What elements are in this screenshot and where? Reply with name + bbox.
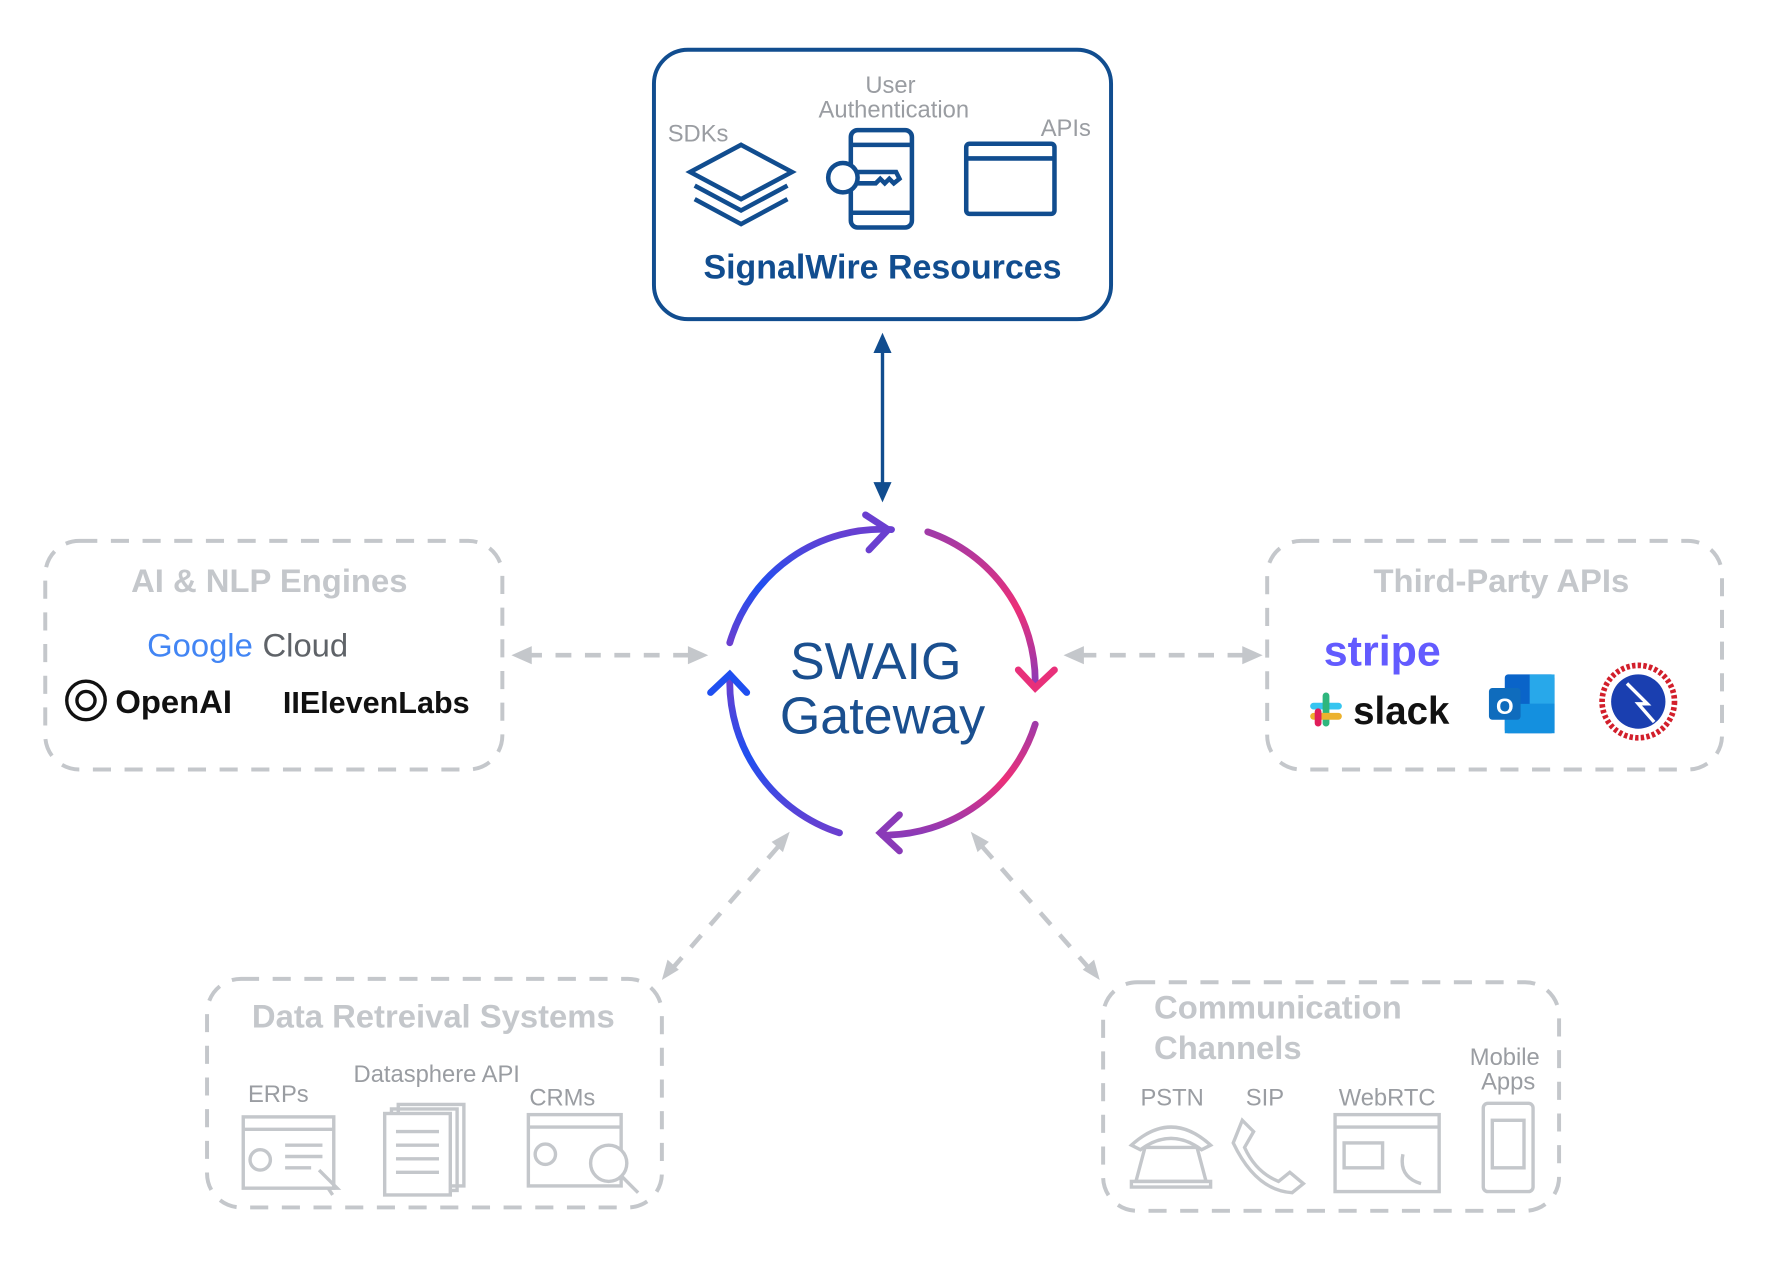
gateway-line2: Gateway xyxy=(780,687,985,745)
outlook-logo: O xyxy=(1488,674,1555,734)
slack-logo: slack xyxy=(1310,690,1450,733)
handset-icon xyxy=(1231,1117,1307,1195)
cycle-arc-bottom-left xyxy=(726,675,843,837)
svg-text:Google: Google xyxy=(147,626,253,663)
erps-label: ERPs xyxy=(248,1081,309,1108)
browser-window-icon xyxy=(963,141,1057,217)
svg-text:OpenAI: OpenAI xyxy=(115,683,232,720)
google-cloud-logo: Google Cloud xyxy=(147,626,348,663)
svg-text:slack: slack xyxy=(1353,690,1450,733)
gateway-line1: SWAIG xyxy=(790,633,962,691)
mobile-phone-icon xyxy=(1481,1101,1535,1194)
sdks-label: SDKs xyxy=(668,120,729,147)
user-auth-label-2: Authentication xyxy=(819,97,970,124)
communication-channels-box: Communication Channels PSTN SIP WebRTC M… xyxy=(1101,980,1562,1213)
elevenlabs-logo: IIElevenLabs xyxy=(283,686,470,720)
openai-logo: OpenAI xyxy=(65,679,232,722)
mobile-apps-label-1: Mobile xyxy=(1470,1044,1540,1071)
documents-icon xyxy=(382,1102,466,1197)
data-retrieval-title: Data Retreival Systems xyxy=(252,997,615,1034)
gateway-cycle xyxy=(707,511,1058,855)
cycle-arc-top-left xyxy=(726,525,895,647)
mobile-apps-label-2: Apps xyxy=(1481,1069,1535,1096)
pstn-label: PSTN xyxy=(1140,1085,1203,1112)
nws-logo xyxy=(1599,662,1678,741)
third-party-apis-box: Third-Party APIs stripe slack O xyxy=(1265,538,1724,772)
cycle-arc-bottom-right xyxy=(879,720,1039,839)
dashed-connectors xyxy=(511,646,1263,980)
erp-window-icon xyxy=(241,1115,342,1196)
communication-title-1: Communication xyxy=(1154,988,1402,1025)
cycle-arc-top-right xyxy=(924,528,1039,689)
svg-text:O: O xyxy=(1496,694,1514,719)
ai-nlp-engines-box: AI & NLP Engines Google Cloud OpenAI IIE… xyxy=(43,538,505,772)
sip-label: SIP xyxy=(1246,1085,1284,1112)
data-retrieval-box: Data Retreival Systems ERPs Datasphere A… xyxy=(205,976,664,1210)
datasphere-label: Datasphere API xyxy=(354,1061,520,1088)
webrtc-label: WebRTC xyxy=(1339,1085,1436,1112)
ai-engines-title: AI & NLP Engines xyxy=(131,562,407,599)
webrtc-browser-icon xyxy=(1333,1112,1441,1194)
signalwire-gateway-arrow xyxy=(873,332,892,503)
user-auth-label-1: User xyxy=(865,72,915,99)
third-party-title: Third-Party APIs xyxy=(1374,562,1630,599)
signalwire-title: SignalWire Resources xyxy=(703,248,1061,286)
stripe-logo: stripe xyxy=(1324,627,1441,675)
crms-label: CRMs xyxy=(529,1085,595,1112)
crm-search-icon xyxy=(526,1112,640,1194)
communication-title-2: Channels xyxy=(1154,1029,1302,1066)
phone-key-icon xyxy=(825,127,915,230)
desk-phone-icon xyxy=(1128,1125,1214,1189)
svg-text:Cloud: Cloud xyxy=(262,626,348,663)
signalwire-resources-box: SDKs User Authentication APIs SignalWire… xyxy=(651,47,1114,322)
layers-icon xyxy=(685,142,797,227)
apis-label: APIs xyxy=(1041,115,1091,142)
